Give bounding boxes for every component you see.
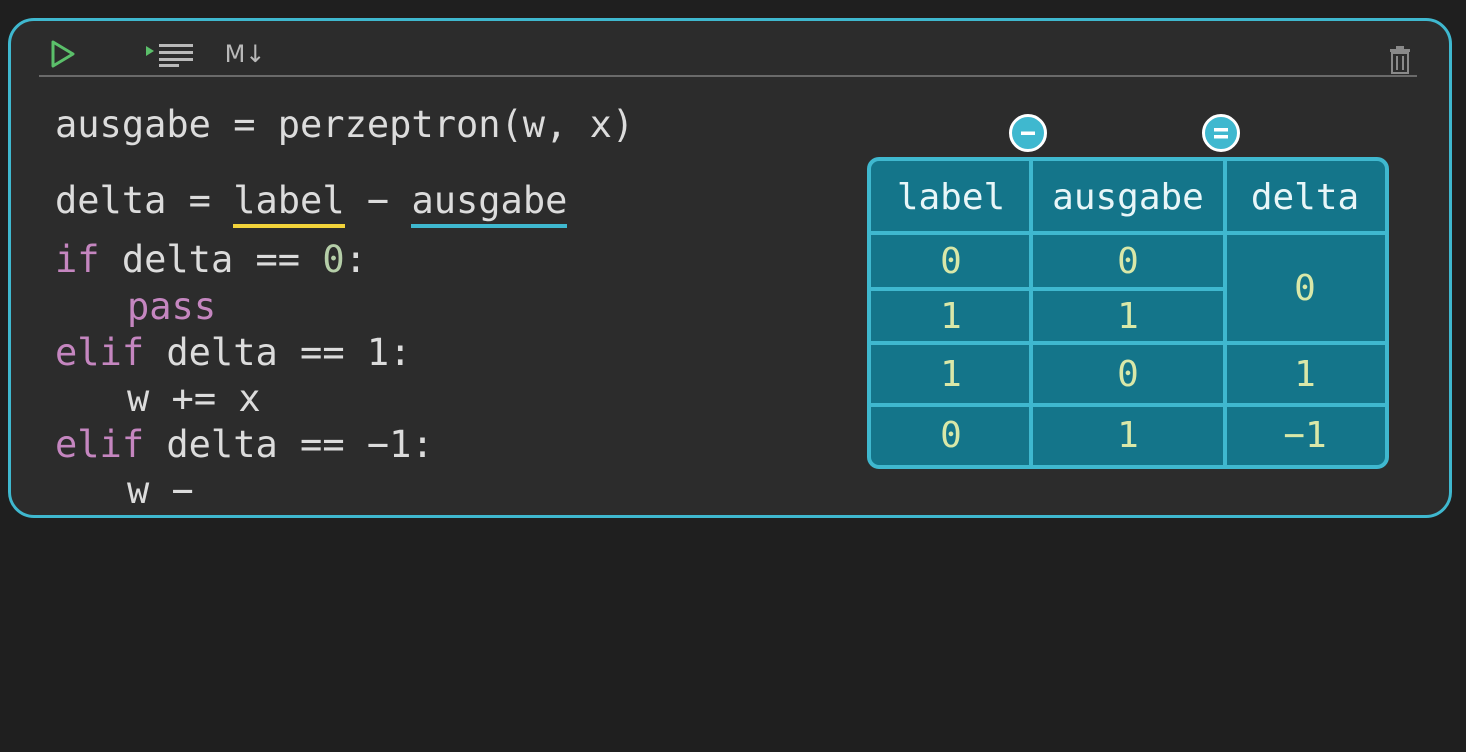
header-delta: delta [1250, 176, 1360, 218]
label-variable: label [233, 179, 345, 228]
code-line-4: pass [127, 285, 217, 328]
column-divider [1029, 161, 1033, 465]
run-below-button[interactable] [143, 37, 199, 71]
run-below-icon [146, 44, 193, 67]
table-cell: 1 [1294, 353, 1316, 395]
row-divider [871, 287, 1225, 291]
code-line-1: ausgabe = perzeptron(w, x) [55, 103, 635, 146]
equals-circle-button[interactable] [1202, 114, 1240, 152]
row-divider [871, 341, 1385, 345]
column-divider [1223, 161, 1227, 465]
table-cell: 0 [1117, 353, 1139, 395]
trash-icon [1390, 46, 1410, 74]
delete-cell-button[interactable] [1385, 43, 1415, 77]
table-cell: −1 [1283, 414, 1327, 456]
cell-toolbar: M↓ [39, 31, 1417, 77]
row-divider [871, 231, 1385, 235]
table-cell: 1 [940, 295, 962, 337]
code-line-7: elif delta == −1: [55, 423, 434, 466]
header-label: label [896, 176, 1006, 218]
code-line-5: elif delta == 1: [55, 331, 412, 374]
markdown-toggle-button[interactable]: M↓ [224, 40, 266, 68]
code-editor[interactable]: ausgabe = perzeptron(w, x) delta = label… [55, 21, 634, 752]
table-cell: 0 [1117, 240, 1139, 282]
minus-circle-icon [1021, 131, 1035, 135]
table-cell: 1 [940, 353, 962, 395]
ausgabe-variable: ausgabe [411, 179, 568, 228]
code-line-8: w − [127, 469, 194, 512]
table-cell-merged: 0 [1294, 267, 1316, 309]
run-cell-button[interactable] [45, 37, 81, 71]
header-ausgabe: ausgabe [1052, 176, 1204, 218]
code-line-6: w += x [127, 377, 261, 420]
table-cell: 0 [940, 240, 962, 282]
delta-truth-table: label ausgabe delta 0 0 0 1 1 1 0 1 0 1 … [867, 157, 1389, 469]
equals-circle-icon [1214, 128, 1228, 139]
code-line-3: if delta == 0: [55, 238, 367, 281]
notebook-cell[interactable]: M↓ ausgabe = perzeptron(w, x) delta = la… [8, 18, 1452, 518]
table-cell: 0 [940, 414, 962, 456]
table-cell: 1 [1117, 295, 1139, 337]
row-divider [871, 403, 1385, 407]
minus-circle-button[interactable] [1009, 114, 1047, 152]
table-cell: 1 [1117, 414, 1139, 456]
code-line-2: delta = label − ausgabe [55, 179, 568, 228]
play-icon [51, 40, 75, 68]
